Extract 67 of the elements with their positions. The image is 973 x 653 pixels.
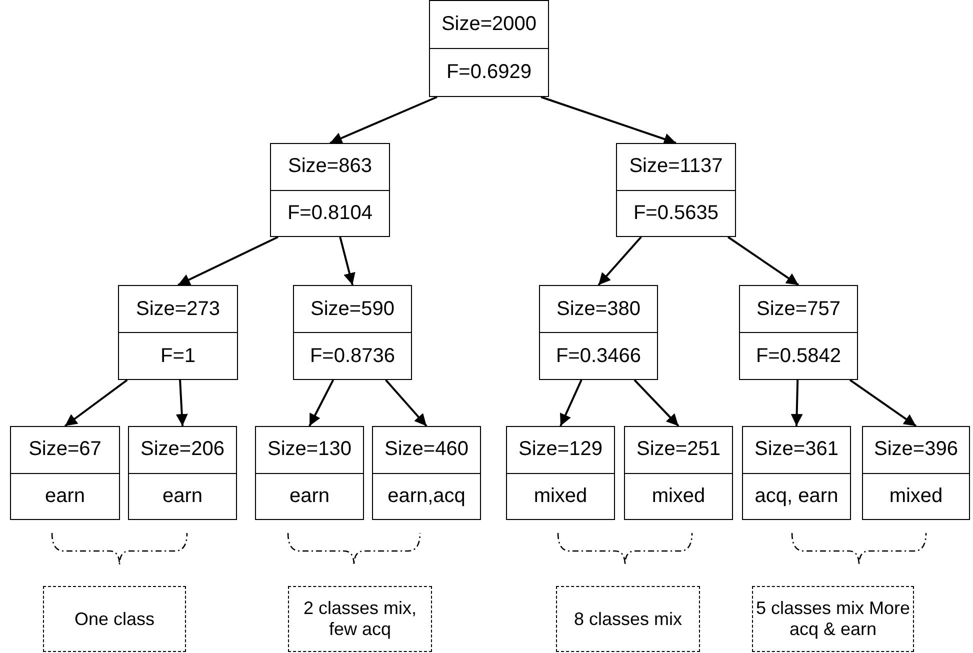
arrow bbox=[178, 236, 278, 286]
tree-node-box bbox=[10, 426, 120, 520]
arrow bbox=[540, 96, 676, 145]
class-label: F=0.3466 bbox=[556, 344, 642, 368]
class-label: F=0.8736 bbox=[310, 344, 396, 368]
class-label: earn bbox=[44, 484, 86, 508]
arrow bbox=[849, 379, 917, 427]
class-label: F=0.5842 bbox=[756, 344, 842, 368]
note-text: 2 classes mix, few acq bbox=[302, 598, 418, 640]
arrow bbox=[64, 379, 128, 427]
tree-node-box bbox=[118, 285, 238, 380]
tree-node-box bbox=[128, 426, 237, 520]
tree-node-box bbox=[624, 426, 733, 520]
arrow bbox=[560, 380, 582, 426]
tree-node-box bbox=[506, 426, 615, 520]
tree-node-box bbox=[616, 143, 736, 237]
tree-node-box bbox=[372, 426, 481, 520]
class-label: mixed bbox=[889, 484, 943, 508]
size-label: Size=1137 bbox=[629, 155, 723, 178]
size-label: Size=460 bbox=[384, 438, 468, 462]
arrow bbox=[727, 236, 800, 286]
size-label: Size=2000 bbox=[441, 13, 537, 36]
tree-node-box bbox=[539, 285, 658, 380]
summary-note-box bbox=[43, 586, 186, 652]
note-text: 8 classes mix bbox=[574, 608, 682, 630]
size-label: Size=590 bbox=[310, 298, 394, 320]
class-label: earn bbox=[162, 484, 203, 508]
size-label: Size=396 bbox=[874, 438, 958, 462]
tree-node-box bbox=[293, 285, 412, 380]
arrow bbox=[634, 379, 680, 427]
class-label: mixed bbox=[652, 484, 706, 508]
arrow bbox=[330, 96, 438, 144]
tree-node-box bbox=[429, 0, 549, 97]
arrow bbox=[339, 236, 356, 286]
size-label: Size=380 bbox=[556, 298, 640, 320]
size-label: Size=251 bbox=[636, 438, 720, 462]
size-label: Size=129 bbox=[518, 438, 602, 462]
summary-note-box bbox=[556, 586, 700, 652]
class-label: earn,acq bbox=[388, 484, 466, 508]
size-label: Size=130 bbox=[268, 438, 352, 462]
summary-note-box bbox=[288, 586, 432, 652]
arrow bbox=[790, 380, 803, 426]
class-label: F=1 bbox=[160, 344, 196, 368]
size-label: Size=206 bbox=[140, 438, 224, 462]
class-label: F=0.6929 bbox=[446, 61, 532, 84]
tree-node-box bbox=[742, 426, 851, 520]
arrow bbox=[385, 379, 428, 427]
arrow bbox=[308, 380, 334, 426]
class-label: F=0.5635 bbox=[633, 202, 719, 225]
size-label: Size=273 bbox=[136, 298, 220, 320]
size-label: Size=67 bbox=[28, 438, 102, 462]
note-text: One class bbox=[74, 608, 155, 630]
size-label: Size=863 bbox=[288, 155, 372, 178]
arrow bbox=[598, 236, 642, 286]
tree-node-box bbox=[739, 285, 858, 380]
arrow bbox=[176, 380, 188, 426]
tree-node-box bbox=[255, 426, 364, 520]
tree-node-box bbox=[862, 426, 970, 520]
class-label: F=0.8104 bbox=[287, 202, 373, 225]
note-text: 5 classes mix More acq & earn bbox=[754, 598, 912, 640]
size-label: Size=361 bbox=[754, 438, 838, 462]
size-label: Size=757 bbox=[756, 298, 840, 320]
summary-note-box bbox=[752, 586, 914, 652]
class-label: earn bbox=[289, 484, 330, 508]
class-label: mixed bbox=[534, 484, 588, 508]
class-label: acq, earn bbox=[754, 484, 838, 508]
tree-node-box bbox=[270, 143, 390, 237]
